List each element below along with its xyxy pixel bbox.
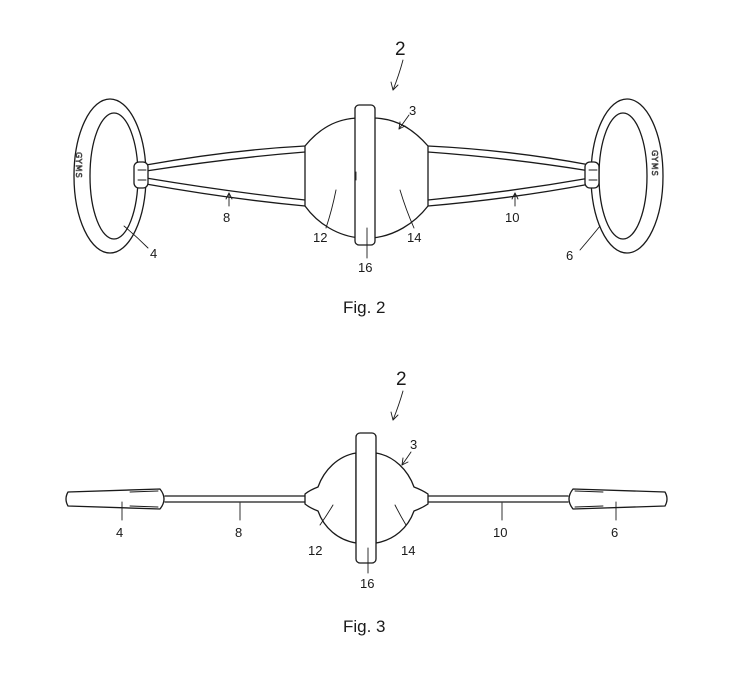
fig3-ref-4: 4 — [116, 525, 123, 540]
body-right-half — [375, 452, 429, 544]
right-handle-logo: GYMS — [650, 150, 659, 177]
fig2-ref-16: 16 — [358, 260, 372, 275]
fig2-leader-lines — [123, 59, 601, 259]
fig3-ref-12: 12 — [308, 543, 322, 558]
right-handle — [568, 488, 668, 510]
fig2-ref-4: 4 — [150, 246, 157, 261]
left-cord — [164, 495, 306, 503]
left-cord — [145, 145, 306, 207]
fig2-ref-8: 8 — [223, 210, 230, 225]
body-left-half — [304, 452, 357, 544]
right-cord — [427, 145, 591, 207]
fig2-ref-3: 3 — [409, 103, 416, 118]
body-right-half — [371, 117, 429, 239]
left-handle-logo: GYMS — [74, 152, 83, 179]
fig3-ref-14: 14 — [401, 543, 415, 558]
fig3-caption: Fig. 3 — [343, 617, 386, 636]
fig3-ref-16: 16 — [360, 576, 374, 591]
body-left-half — [304, 117, 361, 239]
center-ring — [354, 104, 376, 246]
left-handle — [65, 488, 165, 510]
fig3-ref-8: 8 — [235, 525, 242, 540]
fig2-ref-6: 6 — [566, 248, 573, 263]
fig3-ref-2: 2 — [396, 369, 407, 390]
figure-2: GYMS GYMS — [73, 39, 664, 317]
fig3-ref-10: 10 — [493, 525, 507, 540]
right-cord — [427, 495, 569, 503]
fig3-leader-lines — [121, 390, 617, 574]
figure-3: 2 3 4 6 8 10 12 14 16 Fig. 3 — [65, 369, 668, 636]
fig3-ref-6: 6 — [611, 525, 618, 540]
fig2-ref-14: 14 — [407, 230, 421, 245]
fig2-ref-12: 12 — [313, 230, 327, 245]
fig2-ref-2: 2 — [395, 39, 406, 60]
center-ring — [355, 432, 377, 564]
fig2-ref-10: 10 — [505, 210, 519, 225]
fig2-caption: Fig. 2 — [343, 298, 386, 317]
left-handle: GYMS — [73, 98, 149, 254]
fig3-ref-3: 3 — [410, 437, 417, 452]
right-handle: GYMS — [584, 98, 664, 254]
